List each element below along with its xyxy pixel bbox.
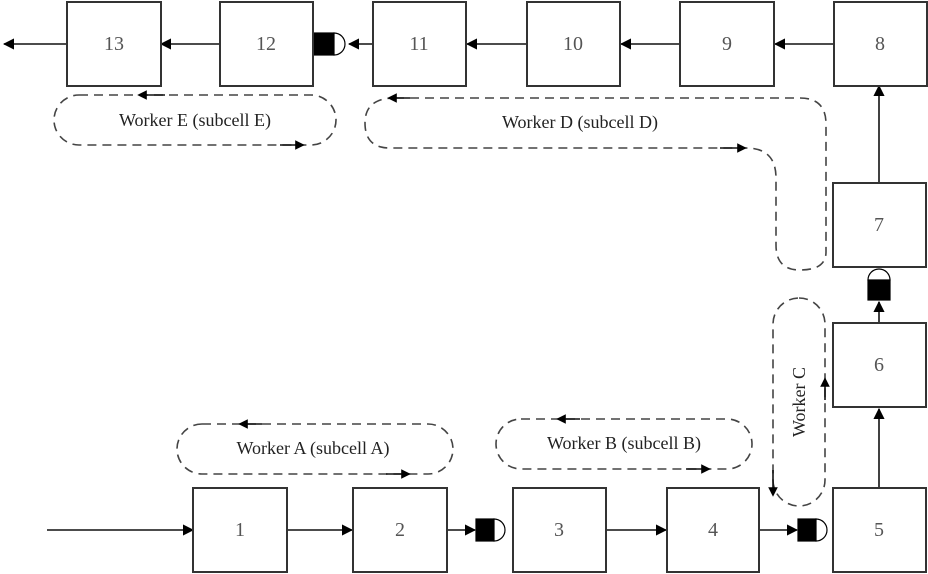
buffer-4-5: [797, 518, 828, 542]
station-box: [832, 182, 927, 268]
station-box: [66, 1, 162, 87]
station-label: 11: [409, 33, 428, 55]
worker-e-loop: [53, 94, 337, 146]
station-box: [352, 487, 448, 573]
station-6: 6: [832, 322, 927, 408]
station-label: 10: [563, 33, 583, 55]
worker-e-label: Worker E (subcell E): [119, 110, 271, 131]
worker-b-loop: [495, 418, 753, 470]
station-box: [833, 1, 928, 87]
station-box: [832, 322, 927, 408]
station-label: 1: [235, 519, 245, 541]
station-box: [526, 1, 621, 87]
station-box: [666, 487, 760, 573]
worker-d-label: Worker D (subcell D): [502, 112, 658, 133]
station-8: 8: [833, 1, 928, 87]
station-box: [832, 487, 927, 573]
station-box: [679, 1, 775, 87]
station-7: 7: [832, 182, 927, 268]
station-label: 13: [104, 33, 124, 55]
station-5: 5: [832, 487, 927, 573]
buffer-half-circle: [815, 518, 828, 542]
station-label: 3: [554, 519, 564, 541]
buffer-11-12: [313, 32, 346, 56]
buffer-half-circle: [867, 268, 891, 281]
station-label: 2: [395, 519, 405, 541]
station-label: 9: [722, 33, 732, 55]
station-9: 9: [679, 1, 775, 87]
buffer-2-3: [475, 518, 506, 542]
worker-a-loop: [176, 423, 454, 475]
station-1: 1: [192, 487, 288, 573]
worker-b-label: Worker B (subcell B): [547, 433, 701, 454]
station-label: 8: [875, 33, 885, 55]
worker-a-label: Worker A (subcell A): [236, 438, 389, 459]
station-label: 7: [874, 214, 884, 236]
worker-loop-e: Worker E (subcell E): [53, 90, 337, 150]
worker-loop-d: Worker D (subcell D): [364, 93, 827, 271]
worker-d-loop: [364, 97, 827, 271]
buffer-fill: [797, 518, 817, 542]
station-10: 10: [526, 1, 621, 87]
buffer-half-circle: [493, 518, 506, 542]
worker-c-label: Worker C: [789, 367, 809, 437]
worker-c-loop: [772, 297, 826, 507]
station-3: 3: [512, 487, 607, 573]
station-box: [192, 487, 288, 573]
station-box: [219, 1, 314, 87]
station-4: 4: [666, 487, 760, 573]
station-13: 13: [66, 1, 162, 87]
station-label: 12: [256, 33, 276, 55]
station-11: 11: [372, 1, 467, 87]
worker-loop-a: Worker A (subcell A): [176, 419, 454, 479]
buffer-fill: [475, 518, 495, 542]
station-2: 2: [352, 487, 448, 573]
station-box: [512, 487, 607, 573]
station-box: [372, 1, 467, 87]
buffer-fill: [313, 32, 335, 56]
station-label: 6: [874, 354, 884, 376]
worker-loop-c: Worker C: [768, 297, 830, 507]
buffer-fill: [867, 279, 891, 301]
station-12: 12: [219, 1, 314, 87]
worker-loop-b: Worker B (subcell B): [495, 414, 753, 474]
buffer-6-7: [867, 268, 891, 301]
station-label: 4: [708, 519, 718, 541]
station-label: 5: [874, 519, 884, 541]
flow-lines: [2, 38, 885, 536]
buffer-half-circle: [333, 32, 346, 56]
